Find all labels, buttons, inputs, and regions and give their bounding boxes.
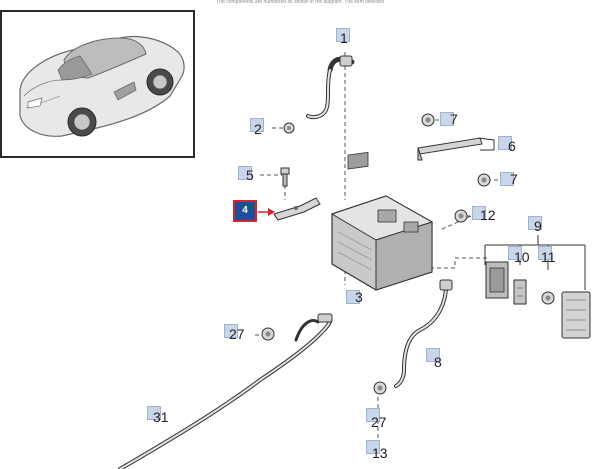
callout-12[interactable]: 12 — [480, 207, 496, 223]
car-overview-frame — [0, 10, 195, 158]
callout-13[interactable]: 13 — [372, 445, 388, 461]
callout-tag-1 — [336, 28, 350, 42]
callout-9[interactable]: 9 — [534, 218, 542, 234]
part-8-negative-cable — [394, 279, 453, 388]
part-12-nut — [454, 209, 468, 223]
callout-11[interactable]: 11 — [541, 249, 556, 265]
part-9-control-units — [485, 261, 591, 339]
callout-tag-5 — [238, 166, 252, 180]
callout-tag-12 — [472, 206, 486, 220]
callout-tag-7a — [440, 112, 454, 126]
header-note: The components are numbered as shown in … — [216, 0, 384, 5]
callout-7-lower[interactable]: 7 — [510, 171, 518, 187]
part-31-long-cable — [118, 313, 333, 469]
callout-4-label: 4 — [242, 205, 248, 216]
callout-2[interactable]: 2 — [254, 121, 262, 137]
part-6-bracket — [417, 137, 495, 161]
part-1-positive-cable — [306, 55, 355, 120]
callout-8[interactable]: 8 — [434, 354, 442, 370]
part-3-battery — [330, 151, 434, 291]
callout-tag-13 — [366, 440, 380, 454]
callout-tag-9 — [528, 216, 542, 230]
part-7-nut-upper — [421, 113, 435, 127]
selection-arrow — [258, 208, 275, 216]
part-4-clamp — [273, 197, 321, 221]
callout-10[interactable]: 10 — [514, 249, 530, 265]
callout-tag-3 — [346, 290, 360, 304]
callout-tag-31 — [147, 406, 161, 420]
callout-tag-10 — [508, 246, 522, 260]
callout-tag-2 — [250, 118, 264, 132]
callout-27-right[interactable]: 27 — [371, 414, 387, 430]
part-7-nut-lower — [477, 173, 491, 187]
part-5-bolt — [280, 167, 290, 187]
callout-31[interactable]: 31 — [153, 409, 169, 425]
callout-tag-6 — [498, 136, 512, 150]
callout-4-selected[interactable]: 4 — [233, 200, 257, 222]
callout-tag-27a — [224, 324, 238, 338]
car-illustration — [19, 35, 185, 137]
callout-1[interactable]: 1 — [340, 30, 348, 46]
callout-7-upper[interactable]: 7 — [450, 111, 458, 127]
callout-tag-7b — [500, 172, 514, 186]
callout-tag-8 — [426, 348, 440, 362]
callout-27-left[interactable]: 27 — [229, 326, 245, 342]
callout-tag-11 — [538, 246, 552, 260]
part-2-nut — [283, 122, 295, 134]
leader-lines — [255, 52, 498, 440]
part-27-grommet-left — [261, 327, 275, 341]
callout-3[interactable]: 3 — [355, 289, 363, 305]
part-11-nut — [541, 291, 555, 305]
callout-5[interactable]: 5 — [246, 167, 254, 183]
part-10-relay — [513, 279, 527, 305]
callout-6[interactable]: 6 — [508, 138, 516, 154]
part-27-grommet-right — [373, 381, 387, 395]
callout-tag-27b — [366, 408, 380, 422]
